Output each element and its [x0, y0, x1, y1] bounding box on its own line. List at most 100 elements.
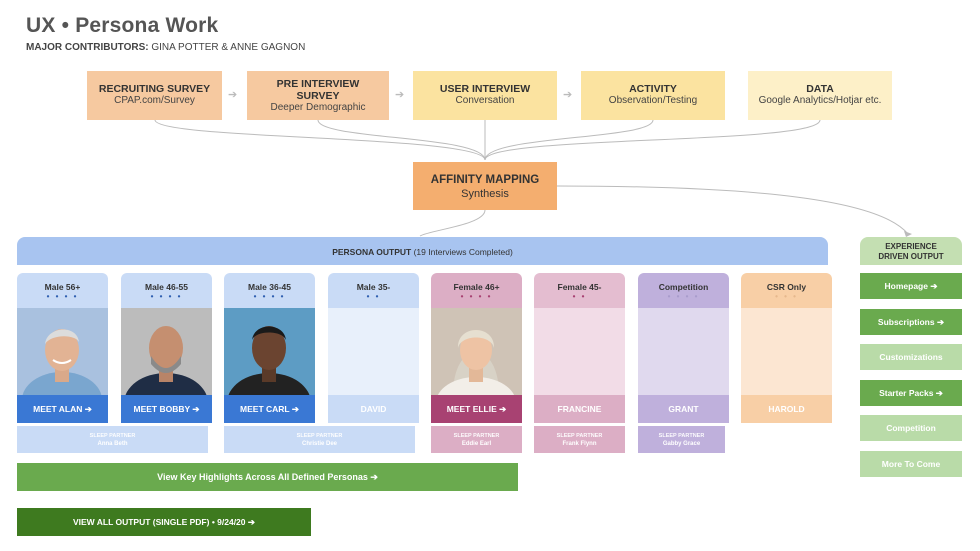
sleep-partner-label: SLEEP PARTNER	[658, 433, 705, 439]
customizations-item: Customizations	[860, 344, 962, 370]
source-sub: Google Analytics/Hotjar etc.	[758, 95, 882, 106]
persona-grant-label: GRANT	[638, 395, 729, 423]
persona-photo-placeholder	[328, 308, 419, 395]
sleep-partner-frank-flynn: SLEEP PARTNER Frank Flynn	[534, 426, 625, 453]
persona-card-grant: Competition • • • • GRANT	[638, 273, 729, 423]
experience-heading-line1: EXPERIENCE	[885, 242, 937, 251]
persona-segment: Male 36-45 • • • •	[224, 273, 315, 308]
persona-dots: • •	[366, 292, 381, 301]
persona-portrait-icon	[121, 308, 212, 395]
persona-portrait-icon	[431, 308, 522, 395]
sleep-partner-name: Anna Beth	[97, 441, 128, 447]
source-heading: PRE INTERVIEW SURVEY	[276, 78, 360, 102]
persona-photo-placeholder	[534, 308, 625, 395]
persona-photo-placeholder	[741, 308, 832, 395]
persona-dots: • • • •	[150, 292, 183, 301]
source-activity: ACTIVITY Observation/Testing	[581, 71, 725, 120]
persona-photo	[431, 308, 522, 395]
competition-item: Competition	[860, 415, 962, 441]
affinity-mapping-box: AFFINITY MAPPING Synthesis	[413, 162, 557, 210]
meet-alan-button[interactable]: MEET ALAN ➔	[17, 395, 108, 423]
persona-dots: • • • •	[667, 292, 700, 301]
source-recruiting-survey: RECRUITING SURVEY CPAP.com/Survey	[87, 71, 222, 120]
persona-segment: Competition • • • •	[638, 273, 729, 308]
sleep-partner-anna-beth: SLEEP PARTNER Anna Beth	[17, 426, 208, 453]
persona-segment-label: Male 56+	[44, 282, 81, 292]
persona-output-header: PERSONA OUTPUT (19 Interviews Completed)	[17, 237, 828, 265]
persona-segment: Female 45- • •	[534, 273, 625, 308]
persona-segment-label: Competition	[658, 282, 709, 292]
persona-dots: • • • •	[460, 292, 493, 301]
contributors-names: GINA POTTER & ANNE GAGNON	[151, 42, 306, 53]
meet-ellie-button[interactable]: MEET ELLIE ➔	[431, 395, 522, 423]
persona-photo	[121, 308, 212, 395]
sleep-partner-eddie-earl: SLEEP PARTNER Eddie Earl	[431, 426, 522, 453]
experience-heading-line2: DRIVEN OUTPUT	[878, 252, 944, 261]
experience-driven-output-header: EXPERIENCE DRIVEN OUTPUT	[860, 237, 962, 265]
source-heading: RECRUITING SURVEY	[98, 83, 211, 95]
meet-carl-button[interactable]: MEET CARL ➔	[224, 395, 315, 423]
persona-photo	[17, 308, 108, 395]
persona-portrait-icon	[17, 308, 108, 395]
contributors-line: MAJOR CONTRIBUTORS: GINA POTTER & ANNE G…	[26, 42, 305, 53]
source-sub: Observation/Testing	[608, 95, 698, 106]
source-sub: CPAP.com/Survey	[114, 95, 195, 106]
persona-segment: Female 46+ • • • •	[431, 273, 522, 308]
source-sub: Conversation	[455, 95, 515, 106]
persona-dots: • • • •	[46, 292, 79, 301]
affinity-sub: Synthesis	[461, 188, 509, 200]
persona-segment-label: Male 35-	[356, 282, 391, 292]
source-pre-interview-survey: PRE INTERVIEW SURVEY Deeper Demographic	[247, 71, 389, 120]
persona-card-carl: Male 36-45 • • • • MEET CARL ➔	[224, 273, 315, 423]
persona-card-harold: CSR Only • • • HAROLD	[741, 273, 832, 423]
sleep-partner-name: Gabby Grace	[662, 441, 701, 447]
persona-photo-placeholder	[638, 308, 729, 395]
sleep-partner-label: SLEEP PARTNER	[296, 433, 343, 439]
page-title: UX • Persona Work	[26, 14, 219, 37]
sleep-partner-christie-dee: SLEEP PARTNER Christie Dee	[224, 426, 415, 453]
persona-segment: Male 56+ • • • •	[17, 273, 108, 308]
source-data: DATA Google Analytics/Hotjar etc.	[748, 71, 892, 120]
persona-harold-label: HAROLD	[741, 395, 832, 423]
sleep-partner-label: SLEEP PARTNER	[453, 433, 500, 439]
persona-photo	[224, 308, 315, 395]
persona-segment-label: Male 36-45	[248, 282, 291, 292]
persona-segment: Male 46-55 • • • •	[121, 273, 212, 308]
persona-dots: • • •	[775, 292, 798, 301]
sleep-partner-gabby-grace: SLEEP PARTNER Gabby Grace	[638, 426, 725, 453]
source-heading: USER INTERVIEW	[439, 83, 531, 95]
sleep-partner-label: SLEEP PARTNER	[89, 433, 136, 439]
persona-segment: CSR Only • • •	[741, 273, 832, 308]
persona-card-francine: Female 45- • • FRANCINE	[534, 273, 625, 423]
persona-segment-label: CSR Only	[766, 282, 807, 292]
view-all-output-button[interactable]: VIEW ALL OUTPUT (SINGLE PDF) • 9/24/20 ➔	[17, 508, 311, 536]
persona-card-bobby: Male 46-55 • • • • MEET BOBBY ➔	[121, 273, 212, 423]
persona-dots: • • • •	[253, 292, 286, 301]
persona-output-label: PERSONA OUTPUT	[332, 247, 412, 257]
persona-segment-label: Female 45-	[557, 282, 602, 292]
subscriptions-button[interactable]: Subscriptions ➔	[860, 309, 962, 335]
arrow-right-icon: ➔	[395, 89, 405, 101]
persona-card-alan: Male 56+ • • • • MEET ALAN ➔	[17, 273, 108, 423]
persona-segment: Male 35- • •	[328, 273, 419, 308]
source-heading: ACTIVITY	[629, 83, 677, 95]
persona-card-ellie: Female 46+ • • • • MEET ELLIE ➔	[431, 273, 522, 423]
persona-card-david: Male 35- • • DAVID	[328, 273, 419, 423]
arrow-right-icon: ➔	[228, 89, 238, 101]
meet-bobby-button[interactable]: MEET BOBBY ➔	[121, 395, 212, 423]
persona-output-note: (19 Interviews Completed)	[413, 247, 513, 257]
persona-portrait-icon	[224, 308, 315, 395]
source-user-interview: USER INTERVIEW Conversation	[413, 71, 557, 120]
source-heading: DATA	[806, 83, 834, 95]
source-sub: Deeper Demographic	[270, 102, 366, 113]
persona-segment-label: Male 46-55	[145, 282, 188, 292]
sleep-partner-label: SLEEP PARTNER	[556, 433, 603, 439]
starter-packs-button[interactable]: Starter Packs ➔	[860, 380, 962, 406]
contributors-label: MAJOR CONTRIBUTORS:	[26, 42, 149, 53]
homepage-button[interactable]: Homepage ➔	[860, 273, 962, 299]
persona-dots: • •	[572, 292, 587, 301]
affinity-heading: AFFINITY MAPPING	[430, 174, 540, 186]
view-key-highlights-button[interactable]: View Key Highlights Across All Defined P…	[17, 463, 518, 491]
sleep-partner-name: Frank Flynn	[562, 441, 597, 447]
